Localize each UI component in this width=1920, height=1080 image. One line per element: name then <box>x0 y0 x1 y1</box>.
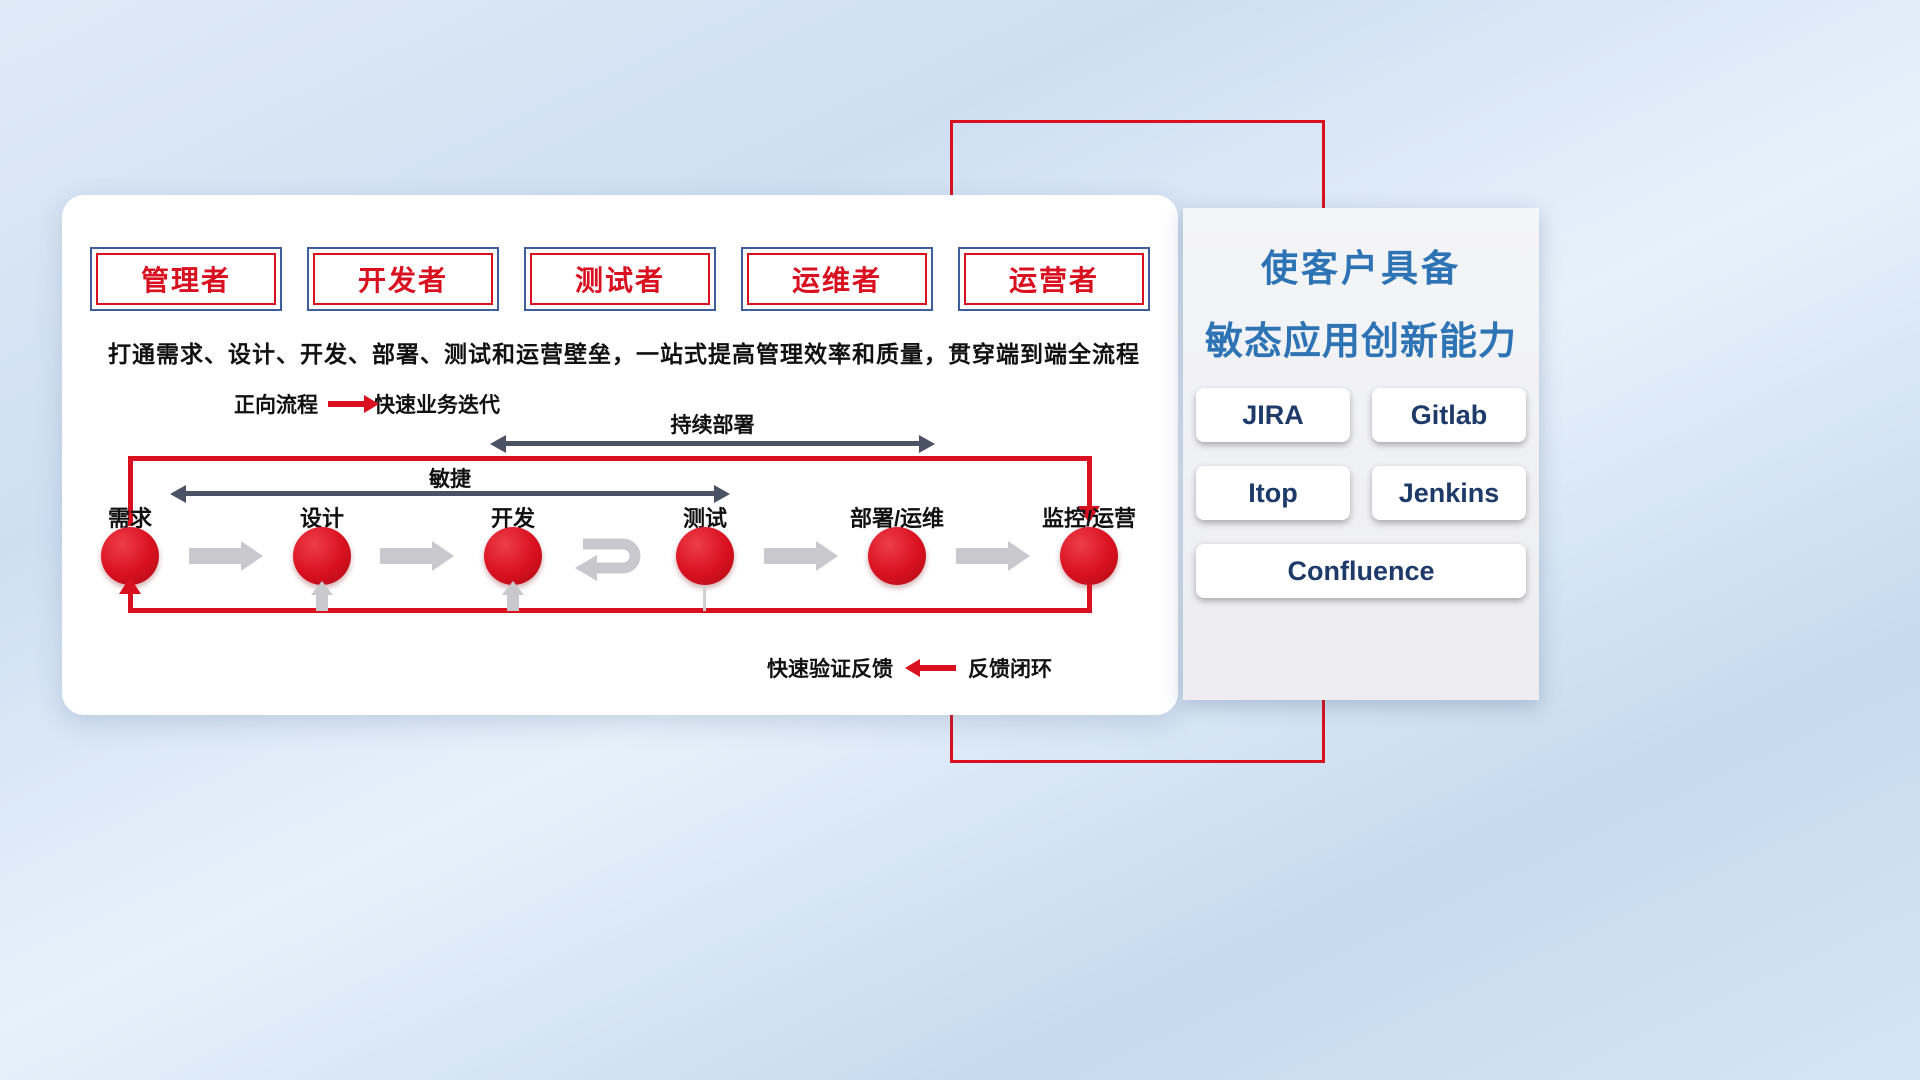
role-boxes-row: 管理者 开发者 测试者 运维者 运营者 <box>90 247 1150 311</box>
tool-box-gitlab: Gitlab <box>1372 388 1526 442</box>
test-feedback-stub-line <box>703 585 706 611</box>
feedback-arrow-icon <box>920 665 956 671</box>
stage-label-design: 设计 <box>299 506 344 531</box>
feedback-up-arrow-icon <box>316 595 328 611</box>
tool-box-itop: Itop <box>1196 466 1350 520</box>
tools-grid: JIRA Gitlab Itop Jenkins Confluence <box>1196 388 1526 598</box>
forward-loop-left-line <box>128 456 133 526</box>
stage-node-develop <box>484 527 542 585</box>
tool-box-jira: JIRA <box>1196 388 1350 442</box>
role-box-operator: 运营者 <box>958 247 1150 311</box>
stage-node-test <box>676 527 734 585</box>
panel-title-line2: 敏态应用创新能力 <box>1204 321 1517 363</box>
iteration-uturn-arrow-icon <box>575 538 641 581</box>
role-box-developer: 开发者 <box>307 247 499 311</box>
capability-panel: 使客户具备 敏态应用创新能力 JIRA Gitlab Itop Jenkins … <box>1183 208 1539 700</box>
feedback-loop-bottom-line <box>128 608 1092 613</box>
feedback-loop-arrowhead-icon <box>119 577 141 594</box>
role-label: 开发者 <box>357 265 448 296</box>
feedback-loop-left-line <box>128 594 133 610</box>
agile-label: 敏捷 <box>429 468 471 491</box>
role-box-ops: 运维者 <box>741 247 933 311</box>
feedback-legend: 快速验证反馈 反馈闭环 <box>767 653 1052 683</box>
forward-arrow-icon <box>328 401 364 407</box>
flow-arrow-icon <box>380 548 432 564</box>
stage-node-requirements <box>101 527 159 585</box>
stage-node-deploy-ops <box>868 527 926 585</box>
tool-box-confluence: Confluence <box>1196 544 1526 598</box>
agile-span-arrow-icon <box>186 491 714 496</box>
stage-label-deploy-ops: 部署/运维 <box>849 506 945 531</box>
flow-arrow-icon <box>189 548 241 564</box>
card-description: 打通需求、设计、开发、部署、测试和运营壁垒，一站式提高管理效率和质量，贯穿端到端… <box>108 341 1140 367</box>
tool-box-jenkins: Jenkins <box>1372 466 1526 520</box>
role-label: 测试者 <box>574 265 665 296</box>
role-box-tester: 测试者 <box>524 247 716 311</box>
forward-loop-arrowhead-icon <box>1078 506 1100 523</box>
flow-arrow-icon <box>764 548 816 564</box>
forward-legend-label: 正向流程 <box>234 394 318 417</box>
forward-loop-right-line <box>1087 456 1092 508</box>
feedback-loop-right-line <box>1087 585 1092 613</box>
stage-node-monitor-operate <box>1060 527 1118 585</box>
forward-loop-top-line <box>128 456 1092 461</box>
role-label: 运营者 <box>1008 265 1099 296</box>
stage-label-monitor-operate: 监控/运营 <box>1041 506 1137 531</box>
role-label: 运维者 <box>791 265 882 296</box>
flow-arrow-icon <box>956 548 1008 564</box>
devops-flow-card: 管理者 开发者 测试者 运维者 运营者 打通需求、设计、开发、部署、测试和运营壁… <box>62 195 1178 715</box>
stage-label-develop: 开发 <box>490 506 535 531</box>
stage-label-requirements: 需求 <box>107 506 152 531</box>
forward-legend-desc: 快速业务迭代 <box>374 394 500 417</box>
continuous-deploy-span-arrow-icon <box>506 441 919 446</box>
role-box-manager: 管理者 <box>90 247 282 311</box>
panel-title-line1: 使客户具备 <box>1261 248 1461 289</box>
stage-label-test: 测试 <box>682 506 727 531</box>
feedback-up-arrow-icon <box>507 595 519 611</box>
feedback-legend-label: 反馈闭环 <box>968 658 1052 681</box>
feedback-legend-desc: 快速验证反馈 <box>767 658 893 681</box>
stage-node-design <box>293 527 351 585</box>
continuous-deploy-label: 持续部署 <box>670 414 755 437</box>
role-label: 管理者 <box>140 265 231 296</box>
forward-legend: 正向流程 快速业务迭代 <box>234 389 500 419</box>
